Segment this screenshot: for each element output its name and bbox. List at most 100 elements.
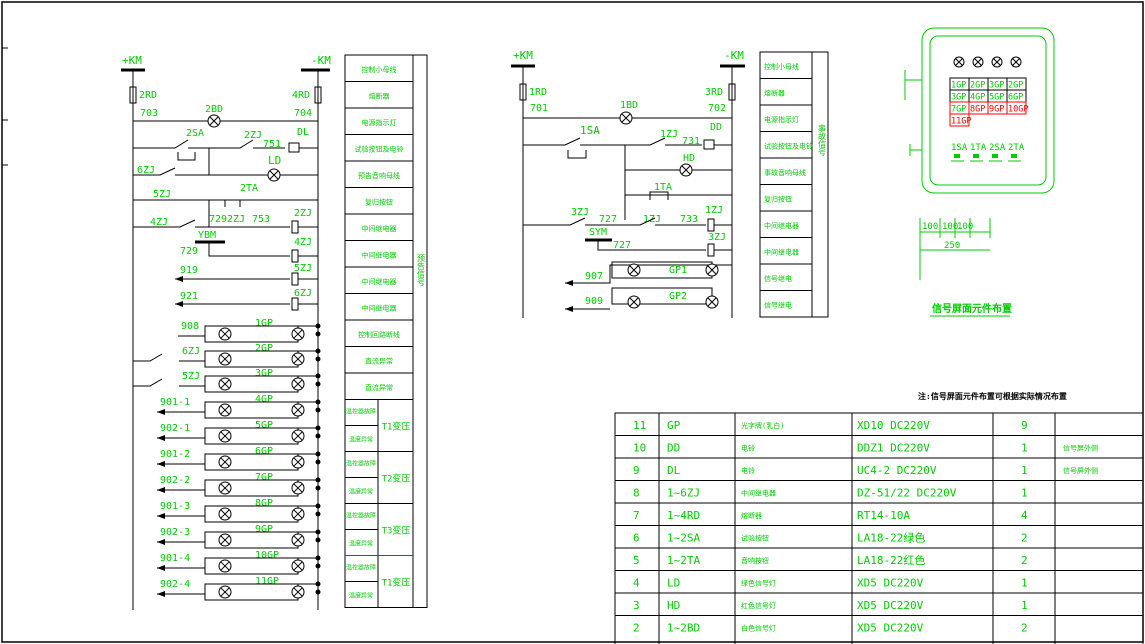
dimension-value: 100 <box>942 222 958 232</box>
light-label: 6GP <box>255 446 273 457</box>
table-cell-qty: 1 <box>1021 487 1028 500</box>
arrow-icon <box>157 565 165 571</box>
arrow-icon <box>157 513 165 519</box>
legend-row-label: 中间继电器 <box>362 251 397 260</box>
junction-dot <box>315 407 321 413</box>
junction-dot <box>315 511 321 517</box>
legend-row-label: 控制回路断线 <box>358 330 400 339</box>
legend-row-label: 电源指示灯 <box>362 118 397 127</box>
light-label: 4GP <box>255 394 273 405</box>
wire-number: 753 <box>252 214 270 225</box>
switch-contacts <box>523 137 702 146</box>
legend-row-label: 温度异常 <box>349 436 373 444</box>
panel-grid-label: 10GP <box>1008 105 1028 115</box>
table-border <box>614 412 1144 644</box>
component-label: DL <box>297 127 309 138</box>
lamp-cross <box>293 405 303 415</box>
panel-grid-label: 2GP <box>1008 81 1023 91</box>
wire-number: 902-4 <box>160 579 190 590</box>
panel-grid-label: 8GP <box>970 105 985 115</box>
panel-button-icon <box>1011 154 1017 158</box>
lamp-cross <box>707 265 717 275</box>
fuse-3rd <box>728 83 736 101</box>
light-label: 3GP <box>255 368 273 379</box>
wire-number: 901-2 <box>160 449 190 460</box>
table-cell-qty: 2 <box>1021 622 1028 635</box>
wire-number: 729 <box>209 214 227 225</box>
lamp-cross <box>220 379 230 389</box>
table-cell-name: 白色信号灯 <box>741 624 776 633</box>
wire-number: 901-4 <box>160 553 190 564</box>
relay-coil-icon <box>291 297 299 311</box>
table-cell-no: 7 <box>633 509 640 522</box>
lamp-cross <box>220 483 230 493</box>
table-cell-code: 1~2TA <box>667 554 700 567</box>
lamp-cross <box>629 297 639 307</box>
legend-row-label: 预告音响母线 <box>358 171 400 180</box>
table-cell-name: 试验按钮 <box>741 534 769 543</box>
lamp-cross <box>293 379 303 389</box>
junction-dot <box>315 381 321 387</box>
arrow-icon <box>157 487 165 493</box>
wire-number: 901-1 <box>160 397 190 408</box>
component-label: 3ZJ <box>571 207 589 218</box>
junction-dot <box>315 433 321 439</box>
junction-dot <box>315 459 321 465</box>
component-label: GP1 <box>669 265 687 276</box>
lamp-cross <box>220 354 230 364</box>
fuse-label: 1RD <box>529 87 547 98</box>
panel-button-label: 2SA <box>989 143 1006 153</box>
junction-dot <box>315 555 321 561</box>
component-label: 1SA <box>580 124 600 137</box>
legend-row-label: 温度异常 <box>349 540 373 548</box>
table-cell-model: XD5 DC220V <box>857 599 924 612</box>
wire-number: 919 <box>180 265 198 276</box>
table-cell-code: DL <box>667 464 681 477</box>
table-cell-name: 电铃 <box>741 444 755 453</box>
lamp-cross <box>707 297 717 307</box>
component-label: 1ZJ <box>660 129 678 140</box>
junction-dot <box>315 331 321 337</box>
table-cell-model: XD5 DC220V <box>857 622 924 635</box>
light-label: 11GP <box>255 576 279 587</box>
panel-grid-label: 2GP <box>970 81 985 91</box>
lamp-cross <box>629 265 639 275</box>
light-label: 1GP <box>255 318 273 329</box>
dimension-value: 100 <box>957 222 973 232</box>
switch-contacts <box>133 139 285 149</box>
table-cell-qty: 2 <box>1021 554 1028 567</box>
accident-signal-circuit: +KM -KM 1RD 701 3RD 702 1BD 1SA 1ZJ 731 … <box>511 49 745 318</box>
lamp-cross <box>220 535 230 545</box>
panel-grid-label: 5GP <box>989 93 1004 103</box>
table-cell-model: LA18-22红色 <box>857 553 925 567</box>
lamp-cross <box>269 170 279 180</box>
legend-row-label: 温控器故障 <box>346 564 376 572</box>
panel-outline <box>921 27 1055 194</box>
table-cell-no: 3 <box>633 599 640 612</box>
bell-dd-icon <box>703 139 715 150</box>
wire-number: 751 <box>263 139 281 150</box>
light-label: 10GP <box>255 550 279 561</box>
component-label: 2ZJ <box>227 214 245 225</box>
table-cell-qty: 4 <box>1021 509 1028 522</box>
relay-coil-icon <box>291 272 299 286</box>
legend-row-label: 中间继电器 <box>362 277 397 286</box>
lamp-cross <box>220 329 230 339</box>
table-cell-name: 中间继电器 <box>741 489 776 498</box>
bus-label: YBM <box>198 230 216 241</box>
left-legend-table: 控制小母线熔断器电源指示灯试验按钮及电铃预告音响母线复归按钮中间继电器中间继电器… <box>344 54 428 608</box>
wire-number: 727 <box>613 240 631 251</box>
dimension-lines <box>919 218 991 280</box>
lamp-cross <box>293 509 303 519</box>
panel-button-icon <box>954 154 960 158</box>
arrow-icon <box>157 591 165 597</box>
wire <box>597 240 706 251</box>
lamp-cross <box>293 431 303 441</box>
bus-neg-label: -KM <box>311 54 331 67</box>
table-cell-name: 红色信号灯 <box>741 601 776 610</box>
table-cell-no: 5 <box>633 554 640 567</box>
wire-number: 733 <box>680 214 698 225</box>
legend-row-label: 温控器故障 <box>346 408 376 416</box>
legend-row-label: 直流异常 <box>365 357 393 366</box>
